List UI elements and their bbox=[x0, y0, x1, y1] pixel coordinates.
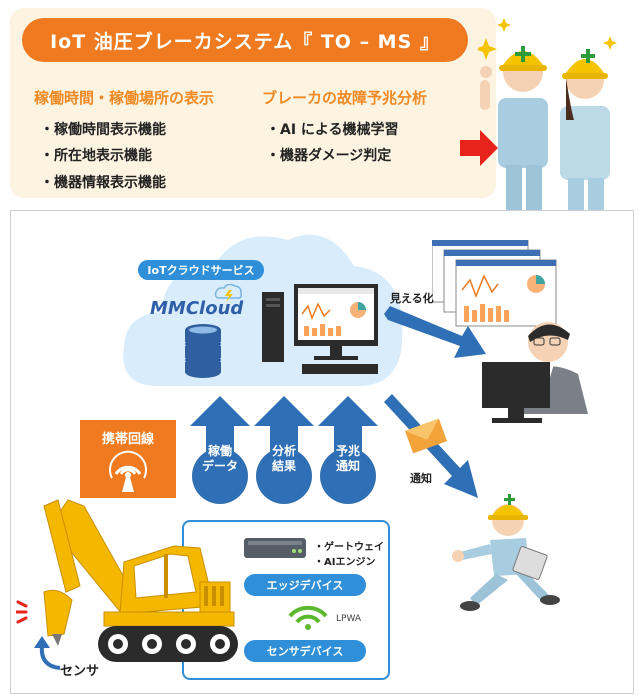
server-tower-icon bbox=[262, 292, 284, 362]
analysis-result-label: 分析結果 bbox=[271, 444, 296, 473]
sensor-label: センサ bbox=[60, 664, 100, 679]
visualize-arrow-icon bbox=[384, 306, 486, 358]
left-feature-item: ・稼働時間表示機能 bbox=[40, 122, 166, 138]
prediction-notice-arrow-icon bbox=[318, 396, 378, 504]
edge-device-label: エッジデバイス bbox=[244, 574, 366, 596]
left-feature-heading: 稼働時間・稼働場所の表示 bbox=[34, 89, 215, 107]
red-arrow-icon bbox=[460, 130, 498, 166]
operation-data-arrow-icon bbox=[190, 396, 250, 504]
lpwa-label: LPWA bbox=[336, 614, 362, 624]
analysis-result-arrow-icon bbox=[254, 396, 314, 504]
impact-marks-icon bbox=[16, 600, 28, 624]
operation-data-label: 稼働データ bbox=[201, 444, 238, 473]
antenna-signal-icon bbox=[109, 450, 147, 492]
mobile-line-label: 携帯回線 bbox=[101, 432, 154, 447]
cloud-service-label: IoTクラウドサービス bbox=[138, 260, 264, 280]
system-title-banner: IoT 油圧ブレーカシステム『 TO – MS 』 bbox=[22, 18, 468, 62]
system-title: IoT 油圧ブレーカシステム『 TO – MS 』 bbox=[50, 30, 440, 53]
left-feature-item: ・所在地表示機能 bbox=[40, 148, 152, 164]
right-feature-item: ・機器ダメージ判定 bbox=[266, 148, 392, 164]
wireless-signal-icon bbox=[288, 605, 328, 630]
excavator-illustration bbox=[43, 499, 238, 662]
sensor-pointer-arrow-icon bbox=[34, 636, 61, 670]
sensor-device-label: センサデバイス bbox=[244, 640, 366, 662]
notify-label: 通知 bbox=[410, 472, 432, 485]
running-worker-illustration bbox=[452, 494, 560, 611]
dashboard-screens-icon bbox=[432, 240, 557, 327]
gateway-label: ・ゲートウェイ bbox=[314, 542, 384, 553]
left-feature-item: ・機器情報表示機能 bbox=[40, 175, 166, 191]
lightning-cloud-icon bbox=[214, 284, 242, 302]
cloud-monitor-icon bbox=[294, 284, 378, 374]
mmcloud-logo: MMCloud bbox=[150, 298, 244, 319]
office-worker-illustration bbox=[482, 322, 588, 423]
workers-illustration bbox=[478, 18, 617, 210]
right-feature-heading: ブレーカの故障予兆分析 bbox=[262, 89, 428, 107]
database-icon bbox=[185, 324, 221, 378]
prediction-notice-label: 予兆通知 bbox=[335, 444, 360, 473]
gateway-device-icon bbox=[244, 538, 306, 558]
ai-engine-label: ・AIエンジン bbox=[314, 557, 376, 568]
right-feature-item: ・AI による機械学習 bbox=[266, 122, 399, 138]
visualize-label: 見える化 bbox=[390, 292, 434, 305]
envelope-icon bbox=[404, 418, 448, 454]
